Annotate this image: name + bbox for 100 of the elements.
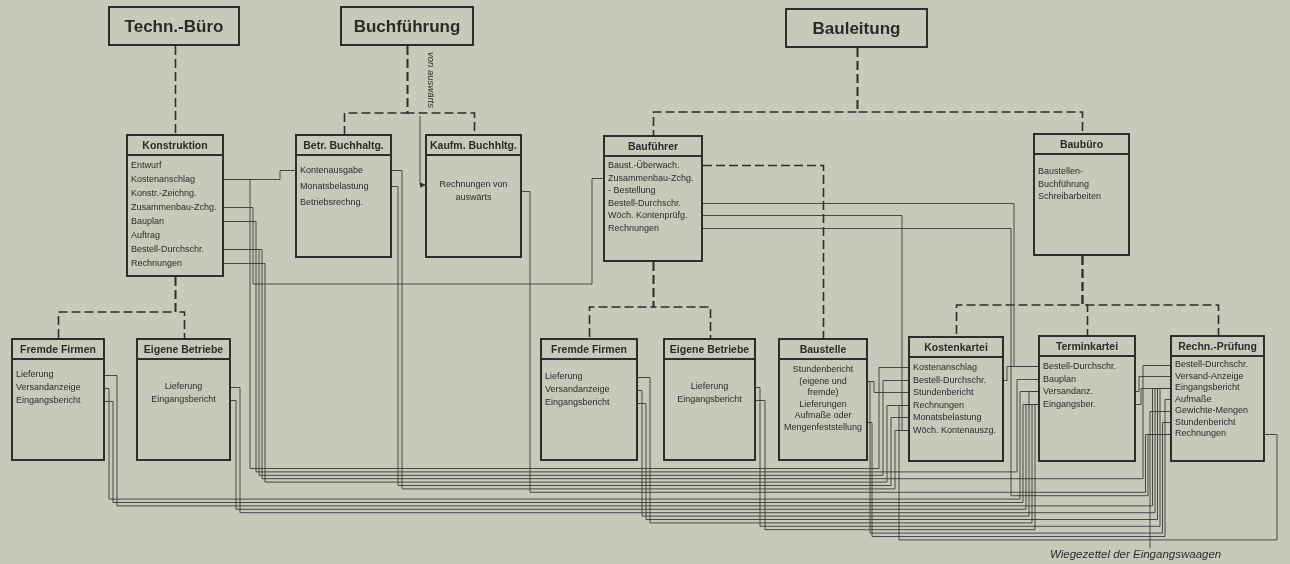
box-heading: Bauleitung [811, 18, 902, 40]
box-heading: Baubüro [1035, 135, 1128, 155]
item-label: Zusammenbau-Zchg. [607, 171, 695, 184]
item-label: Auftrag [130, 229, 162, 242]
box-heading: Kaufm. Buchhltg. [427, 136, 520, 156]
item-label: Bauplan [130, 215, 166, 228]
dashed-connector [652, 261, 712, 339]
box-heading: Rechn.-Prüfung [1172, 337, 1263, 357]
department-card [603, 135, 703, 262]
item-label: Kontenausgabe [299, 164, 365, 177]
department-card [908, 336, 1004, 462]
connector-line [223, 179, 909, 469]
box-heading: Konstruktion [128, 136, 222, 156]
connector-line [898, 405, 1278, 541]
item-label: Konstr.-Zeichng. [130, 187, 198, 200]
department-box [108, 6, 240, 46]
connector-line [755, 400, 1039, 531]
dashed-connector [174, 45, 177, 135]
item-label: Bestell-Durchschr. [1042, 360, 1118, 373]
item-label: Betriebsrechng. [299, 196, 365, 209]
item-label: Rechnungen [607, 221, 661, 234]
dashed-connector [702, 164, 825, 339]
item-label: Lieferung [689, 380, 730, 393]
item-label: Eingangsbericht [1174, 382, 1241, 394]
department-card [425, 134, 522, 258]
item-label: Versandanz. [1042, 385, 1095, 398]
item-label: Wöch. Kontenauszg. [912, 423, 998, 436]
item-label: Wöch. Kontenprüfg. [607, 209, 689, 222]
dashed-connector [174, 276, 186, 339]
item-label: Schreibarbeiten [1037, 190, 1103, 203]
department-card [1033, 133, 1130, 256]
box-heading: Baustelle [780, 340, 866, 360]
connector-line [223, 178, 604, 285]
item-label: Lieferung [163, 380, 204, 393]
dashed-connector [856, 47, 1084, 134]
item-label: Monatsbelastung [912, 411, 983, 424]
department-box [785, 8, 928, 48]
item-label: Gewichte-Mengen [1174, 405, 1250, 417]
item-label: Aufmaße oder Mengenfeststellung [782, 410, 864, 433]
edge-label: von auswärts [426, 52, 437, 108]
department-card [11, 338, 105, 461]
item-label: Monatsbelastung [299, 180, 370, 193]
connector-line [702, 215, 909, 431]
department-card [663, 338, 756, 461]
box-heading: Terminkartei [1040, 337, 1134, 357]
item-label: Versandanzeige [544, 383, 611, 396]
department-box [340, 6, 474, 46]
item-label: Bestell-Durchschr. [607, 196, 683, 209]
department-card [1170, 335, 1265, 462]
department-card [295, 134, 392, 258]
item-label: Stundenbericht (eigene und fremde) [791, 364, 855, 399]
item-label: Versand-Anzeige [1174, 370, 1245, 382]
item-label: Baust.-Überwach. [607, 159, 681, 172]
item-label: Bestell-Durchschr. [130, 243, 206, 256]
item-label: Versandanzeige [15, 381, 82, 394]
connector-line [702, 228, 1171, 497]
box-heading: Buchführung [352, 16, 462, 38]
box-heading: Eigene Betriebe [665, 340, 754, 360]
item-label: - Bestellung [607, 184, 657, 197]
box-heading: Fremde Firmen [542, 340, 636, 360]
item-label: Kostenanschlag [912, 361, 979, 374]
item-label: Rechnungen [912, 398, 966, 411]
item-label: Rechnungen [130, 257, 184, 270]
item-label: Aufmaße [1174, 393, 1213, 405]
item-label: Rechnungen [1174, 428, 1228, 440]
item-label: Eingangsbericht [150, 393, 217, 406]
box-heading: Betr. Buchhaltg. [297, 136, 390, 156]
connector-line [1135, 376, 1171, 392]
item-label: Eingangsbericht [676, 393, 743, 406]
item-label: Bestell-Durchschr. [1174, 359, 1250, 371]
department-card [136, 338, 231, 461]
item-label: Lieferung [15, 368, 55, 381]
item-label: Eingangsbericht [15, 394, 82, 407]
connector-line [1135, 388, 1171, 405]
box-heading: Bauführer [605, 137, 701, 157]
item-label: Entwurf [130, 159, 163, 172]
department-card [126, 134, 224, 277]
connector-line [223, 221, 1039, 473]
box-heading: Techn.-Büro [123, 16, 225, 38]
item-label: Eingangsbericht [544, 396, 611, 409]
item-label: Eingangsber. [1042, 397, 1097, 410]
item-label: Lieferung [544, 370, 584, 383]
item-label: Kostenanschlag [130, 173, 197, 186]
dashed-connector [1081, 255, 1220, 336]
department-card [540, 338, 638, 461]
item-label: Stundenbericht [912, 386, 975, 399]
item-label: Bauplan [1042, 372, 1078, 385]
connector-line [1149, 411, 1171, 549]
item-label: Zusammenbau-Zchg. [130, 201, 218, 214]
connector-line [1003, 366, 1039, 381]
box-heading: Fremde Firmen [13, 340, 103, 360]
note-text: Wiegezettel der Eingangswaagen [1050, 548, 1222, 560]
item-label: Stundenbericht [1174, 416, 1237, 428]
box-heading: Eigene Betriebe [138, 340, 229, 360]
department-card [1038, 335, 1136, 462]
item-label: Baustellen-Buchführung [1037, 165, 1091, 190]
box-heading: Kostenkartei [910, 338, 1002, 358]
item-label: Bestell-Durchschr. [912, 373, 988, 386]
item-label: Rechnungen von auswärts [438, 178, 509, 204]
connector-line [223, 249, 1171, 480]
